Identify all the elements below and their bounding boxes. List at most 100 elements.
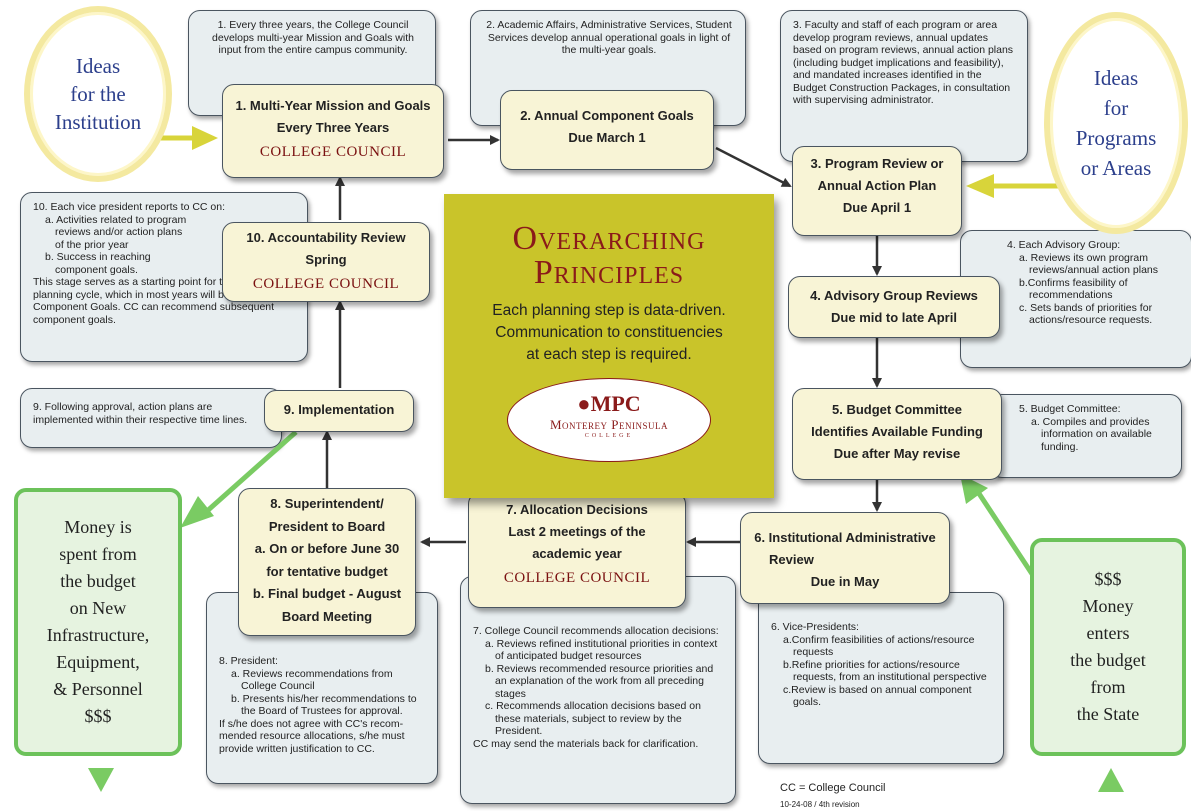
money-enters-box: $$$ Money enters the budget from the Sta…: [1030, 538, 1186, 756]
step-6-institutional-review: 6. Institutional Administrative Review D…: [740, 512, 950, 604]
oval-ideas-programs: Ideas for Programs or Areas: [1044, 12, 1188, 234]
oval-left-line3: Institution: [54, 110, 142, 134]
note-step-7-a: a. Reviews refined institutional priorit…: [485, 637, 718, 663]
step-5-line3: Due after May revise: [833, 446, 961, 461]
note-step-7-head: 7. College Council recommends allocation…: [473, 625, 719, 637]
principles-line1: Each planning step is data-driven.: [492, 302, 726, 319]
step-1-college-council: COLLEGE COUNCIL: [259, 144, 407, 160]
note-step-8-tail: If s/he does not agree with CC's recom-m…: [219, 717, 405, 755]
overarching-principles: Overarching Principles Each planning ste…: [444, 194, 774, 498]
note-step-7-b: b. Reviews recommended resource prioriti…: [485, 662, 714, 700]
note-step-6-b: b.Refine priorities for actions/resource…: [783, 658, 987, 684]
money-enters-line2: Money: [1082, 596, 1134, 616]
step-8-line4: for tentative budget: [266, 563, 388, 579]
money-spent-line1: Money is: [64, 517, 132, 537]
step-1-line2: Every Three Years: [276, 120, 390, 135]
oval-left-line2: for the: [70, 82, 126, 106]
money-enters-line3: enters: [1086, 623, 1130, 643]
note-step-8-head: 8. President:: [219, 655, 278, 667]
note-step-7-c: c. Recommends allocation decisions based…: [485, 700, 701, 737]
mpc-logo-shell-icon: ●: [577, 391, 591, 416]
step-8-president-to-board: 8. Superintendent/ President to Board a.…: [238, 488, 416, 636]
note-step-1-text: 1. Every three years, the College Counci…: [212, 19, 414, 56]
step-7-line3: academic year: [532, 546, 622, 561]
note-step-6-c: c.Review is based on annual component go…: [783, 683, 972, 709]
principles-line3: at each step is required.: [526, 346, 692, 363]
note-step-10: 10. Each vice president reports to CC on…: [20, 192, 308, 362]
note-step-4-head: 4. Each Advisory Group:: [1007, 239, 1121, 251]
note-step-10-b: b. Success in reaching component goals.: [45, 251, 151, 276]
money-spent-line7: & Personnel: [53, 679, 143, 699]
note-step-7-tail: CC may send the materials back for clari…: [473, 737, 699, 750]
step-8-line5: b. Final budget - August: [252, 586, 402, 601]
note-step-3-text: 3. Faculty and staff of each program or …: [793, 19, 1014, 106]
mpc-logo-sub: COLLEGE: [584, 433, 634, 439]
principles-title-line2: Principles: [533, 254, 685, 291]
step-4-advisory-group: 4. Advisory Group Reviews Due mid to lat…: [788, 276, 1000, 338]
note-step-4-a: a. Reviews its own program reviews/annua…: [1019, 251, 1158, 277]
arrow-up-right: [1098, 768, 1124, 792]
oval-right-line3: Programs: [1075, 126, 1157, 150]
oval-left-line1: Ideas: [75, 54, 121, 78]
money-spent-line3: the budget: [60, 571, 136, 591]
note-step-10-tail: This stage serves as a starting point fo…: [33, 276, 283, 326]
note-step-6-head: 6. Vice-Presidents:: [771, 621, 859, 633]
step-8-line6: Board Meeting: [281, 608, 373, 624]
oval-right-line2: for: [1103, 96, 1129, 120]
step-10-accountability-review: 10. Accountability Review Spring COLLEGE…: [222, 222, 430, 302]
note-step-6: 6. Vice-Presidents: a.Confirm feasibilit…: [758, 592, 1004, 764]
step-7-line1: 7. Allocation Decisions: [506, 502, 648, 517]
mpc-logo-mark: ●MPC: [508, 391, 710, 417]
money-enters-line1: $$$: [1094, 569, 1122, 589]
note-step-9-text: 9. Following approval, action plans are …: [33, 401, 248, 426]
step-7-college-council: COLLEGE COUNCIL: [503, 570, 651, 586]
step-8-line1: 8. Superintendent/: [270, 496, 384, 511]
step-2-line2: Due March 1: [568, 130, 646, 145]
step-2-component-goals: 2. Annual Component Goals Due March 1: [500, 90, 714, 170]
step-5-line1: 5. Budget Committee: [831, 402, 962, 417]
arrow-down-left: [88, 768, 114, 792]
principles-body: Each planning step is data-driven. Commu…: [444, 300, 774, 366]
note-step-2-text: 2. Academic Affairs, Administrative Serv…: [486, 19, 732, 56]
arrow-ideas-institution-head: [192, 126, 218, 150]
note-step-6-a: a.Confirm feasibilities of actions/resou…: [783, 633, 975, 659]
money-spent-line2: spent from: [59, 544, 137, 564]
note-step-7: 7. College Council recommends allocation…: [460, 576, 736, 804]
step-4-line2: Due mid to late April: [831, 310, 957, 325]
arrow-state-to-budget: [975, 490, 1043, 588]
money-spent-line6: Equipment,: [56, 652, 140, 672]
money-spent-line4: on New: [69, 598, 127, 618]
step-7-line2: Last 2 meetings of the: [508, 524, 646, 539]
money-spent-box: Money is spent from the budget on New In…: [14, 488, 182, 756]
arrow-implementation-to-spend-head: [180, 496, 214, 528]
note-step-4-b: b.Confirms feasibility of recommendation…: [1019, 276, 1128, 302]
mpc-logo: ●MPC Monterey Peninsula COLLEGE: [507, 378, 711, 462]
oval-ideas-institution-text: Ideas for the Institution: [55, 52, 141, 136]
note-step-5: 5. Budget Committee: a. Compiles and pro…: [990, 394, 1182, 478]
step-8-line3: a. On or before June 30: [254, 541, 400, 556]
step-5-budget-committee: 5. Budget Committee Identifies Available…: [792, 388, 1002, 480]
arrow-2-to-3: [715, 146, 792, 188]
money-spent-line5: Infrastructure,: [46, 625, 150, 645]
note-step-10-a: a. Activities related to program reviews…: [45, 213, 187, 251]
step-3-line3: Due April 1: [842, 200, 912, 215]
step-9-implementation: 9. Implementation: [264, 390, 414, 432]
step-3-program-review: 3. Program Review or Annual Action Plan …: [792, 146, 962, 236]
money-spent-line8: $$$: [84, 706, 112, 726]
oval-ideas-institution: Ideas for the Institution: [24, 6, 172, 182]
step-9-line1: 9. Implementation: [283, 402, 395, 417]
mpc-logo-mark-text: MPC: [590, 391, 641, 416]
mpc-logo-name: Monterey Peninsula: [549, 417, 669, 432]
step-5-line2: Identifies Available Funding: [811, 424, 983, 439]
step-7-allocation-decisions: 7. Allocation Decisions Last 2 meetings …: [468, 492, 686, 608]
legend-cc: CC = College Council: [780, 782, 886, 794]
principles-line2: Communication to constituencies: [495, 324, 723, 341]
arrow-ideas-programs-head: [966, 174, 994, 198]
step-3-line1: 3. Program Review or: [810, 156, 944, 171]
oval-right-line1: Ideas: [1093, 66, 1139, 90]
oval-right-line4: or Areas: [1080, 156, 1152, 180]
principles-title-line1: Overarching: [512, 220, 706, 257]
step-10-line1: 10. Accountability Review: [246, 230, 406, 245]
note-step-4: 4. Each Advisory Group: a. Reviews its o…: [960, 230, 1191, 368]
